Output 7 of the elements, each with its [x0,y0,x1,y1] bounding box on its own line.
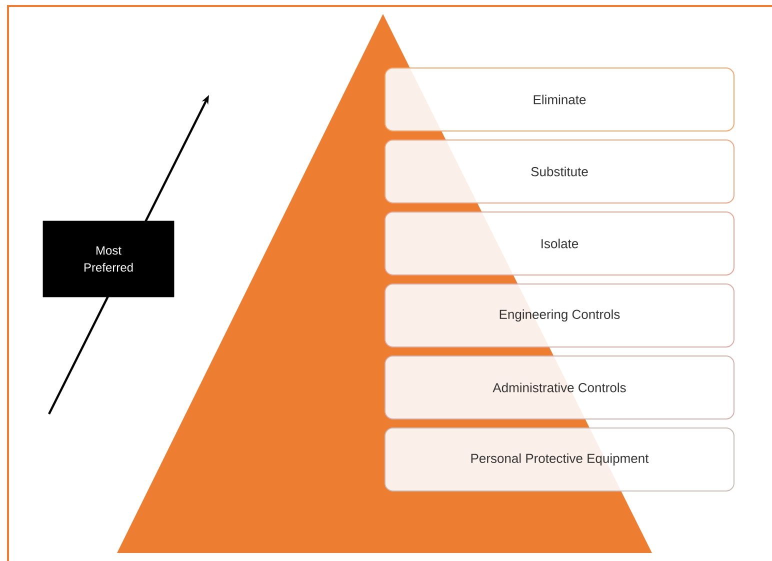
control-box: Engineering Controls [384,284,734,348]
control-box: Isolate [384,212,734,276]
control-box: Eliminate [384,68,734,132]
control-box: Substitute [384,140,734,204]
control-box: Administrative Controls [384,356,734,420]
control-box: Personal Protective Equipment [384,428,734,492]
label-box: Most Preferred [42,220,174,298]
